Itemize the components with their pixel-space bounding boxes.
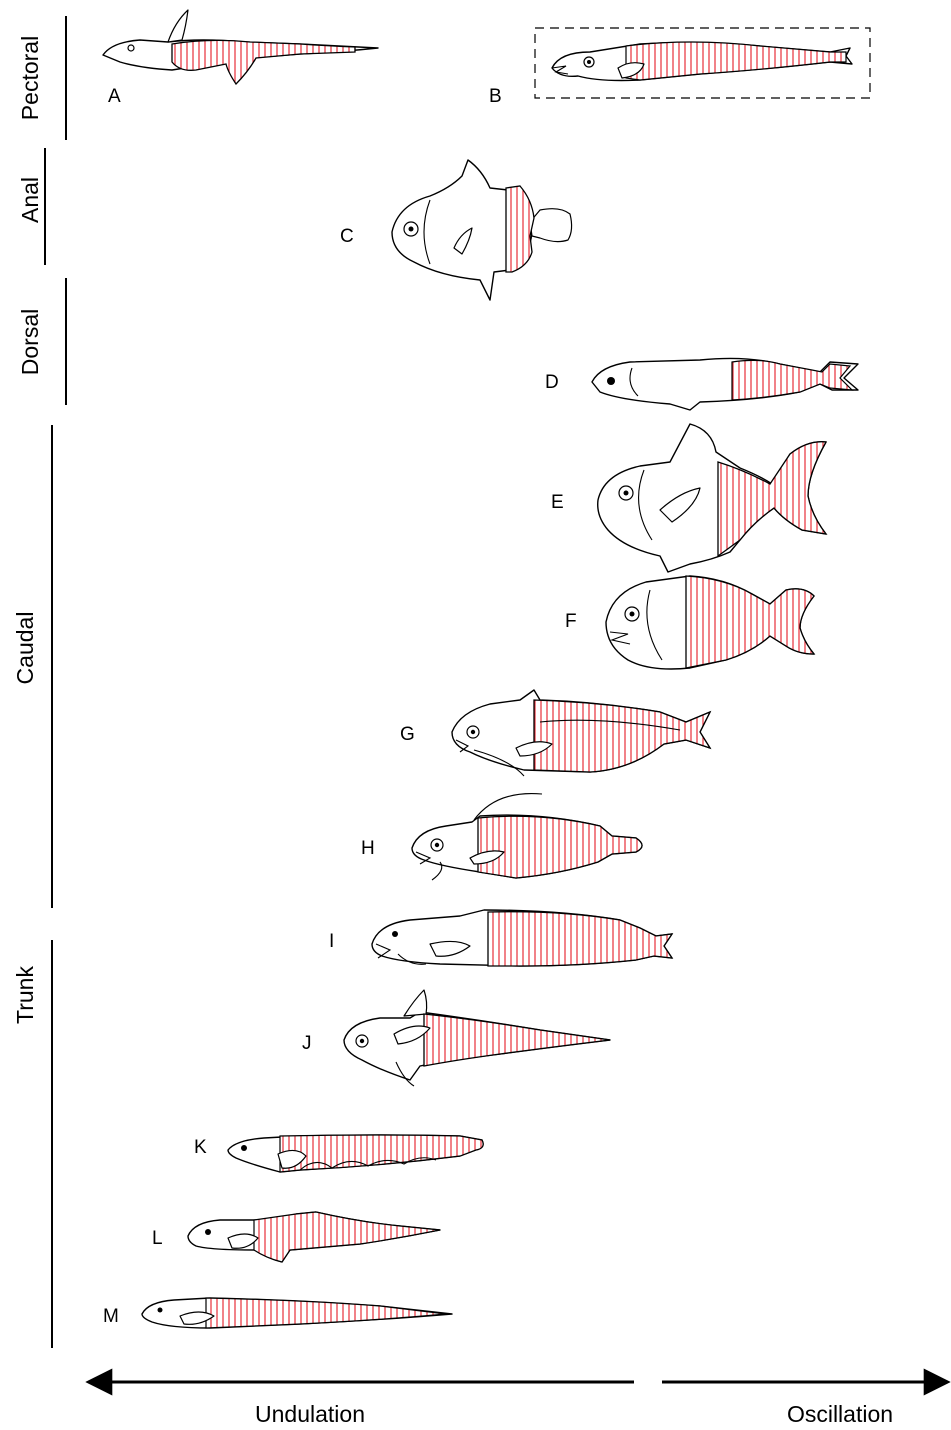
category-pectoral: Pectoral xyxy=(17,16,66,140)
fish-h: H xyxy=(361,794,642,880)
fish-b: B xyxy=(489,28,870,107)
fish-label: D xyxy=(545,372,559,393)
fish-pupil xyxy=(624,491,629,496)
fish-eye xyxy=(128,45,134,51)
hatched-region xyxy=(686,576,814,668)
fish-eye xyxy=(392,931,398,937)
fish-e: E xyxy=(551,424,826,572)
undulation-oscillation-axis: Undulation Oscillation xyxy=(88,1382,948,1427)
fish-label: L xyxy=(152,1228,163,1249)
fish-i: I xyxy=(329,910,672,966)
fish-pupil xyxy=(435,843,439,847)
fish-pupil xyxy=(630,612,635,617)
fish-pupil xyxy=(587,60,591,64)
hatched-region xyxy=(172,40,355,84)
fish-g: G xyxy=(400,690,710,776)
fish-pupil xyxy=(360,1039,364,1043)
fish-eye xyxy=(607,377,615,385)
hatched-region xyxy=(424,1014,610,1066)
category-label: Trunk xyxy=(12,966,38,1024)
category-trunk: Trunk xyxy=(12,940,52,1348)
category-label: Pectoral xyxy=(17,36,43,120)
fish-label: J xyxy=(302,1033,312,1054)
fish-pupil xyxy=(409,227,414,232)
fish-label: B xyxy=(489,86,502,107)
hatched-region xyxy=(718,442,826,556)
hatched-region xyxy=(488,912,672,966)
hatched-region xyxy=(206,1298,446,1328)
fish-tail xyxy=(530,209,572,242)
fish-j: J xyxy=(302,990,610,1086)
fish-eye xyxy=(158,1308,163,1313)
fish-l: L xyxy=(152,1212,440,1262)
fish-dorsal-fin xyxy=(404,990,427,1016)
fish-label: M xyxy=(103,1306,119,1327)
fish-a: A xyxy=(103,10,378,107)
undulation-label: Undulation xyxy=(255,1401,365,1427)
category-label: Dorsal xyxy=(17,309,43,375)
hatched-region xyxy=(506,186,534,272)
fish-k: K xyxy=(194,1135,483,1172)
fish-c: C xyxy=(340,160,572,300)
hatched-region xyxy=(254,1212,440,1262)
hatched-region xyxy=(478,816,642,878)
fish-label: H xyxy=(361,838,375,859)
fish-m: M xyxy=(103,1298,452,1328)
fish-pupil xyxy=(471,730,475,734)
hatched-region xyxy=(626,42,846,80)
fish-label: I xyxy=(329,931,334,952)
fish-eye xyxy=(205,1229,211,1235)
category-dorsal: Dorsal xyxy=(17,278,66,405)
category-label: Anal xyxy=(17,177,43,223)
category-caudal: Caudal xyxy=(12,425,52,908)
fish-d: D xyxy=(545,358,858,410)
fish-label: G xyxy=(400,724,415,745)
fish-pectoral-fin xyxy=(168,10,188,42)
fish-label: A xyxy=(108,86,121,107)
category-anal: Anal xyxy=(17,148,45,265)
hatched-region xyxy=(534,700,710,772)
oscillation-label: Oscillation xyxy=(787,1401,893,1427)
category-label: Caudal xyxy=(12,612,38,685)
fish-f: F xyxy=(565,576,814,669)
fish-label: E xyxy=(551,492,564,513)
fish-eye xyxy=(241,1145,247,1151)
fish-label: C xyxy=(340,226,354,247)
fish-label: F xyxy=(565,611,577,632)
fish-label: K xyxy=(194,1137,207,1158)
hatched-region xyxy=(280,1135,483,1172)
